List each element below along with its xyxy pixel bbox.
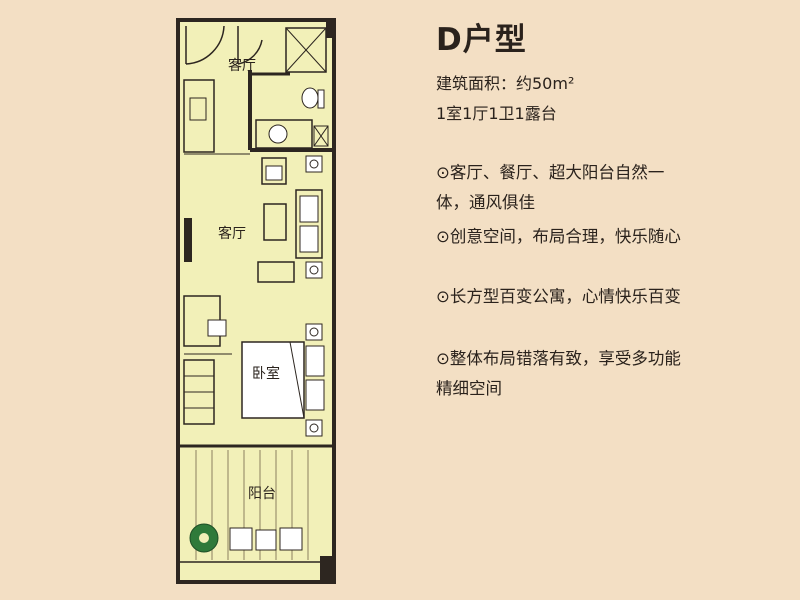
room-label-living-small: 客厅 [228,57,256,74]
room-label-living: 客厅 [218,225,246,242]
tv-cabinet [184,218,192,262]
entry-door [185,25,225,65]
balcony-table [255,529,277,551]
ottoman [257,261,295,283]
building-area: 建筑面积：约50m² [436,74,575,93]
toilet-icon [301,87,319,109]
washer-icon [313,125,329,147]
unit-title: D户型 [436,22,527,58]
feature-item: ⊙客厅、餐厅、超大阳台自然一体，通风俱佳 [436,163,665,212]
shower [285,27,327,73]
pillar-top-right [326,20,334,38]
plant-icon [189,523,219,553]
room-label-bedroom: 卧室 [252,365,280,382]
feature-item: ⊙长方型百变公寓，心情快乐百变 [436,287,681,306]
feature-item: ⊙整体布局错落有致，享受多功能精细空间 [436,349,681,398]
side-table-icon [305,155,323,173]
bed [241,341,305,419]
balcony-chair-right [279,527,303,551]
room-composition: 1室1厅1卫1露台 [436,104,557,123]
pillar-bottom-right [320,556,334,582]
pillow [305,345,325,377]
feature-item: ⊙创意空间，布局合理，快乐随心 [436,227,681,246]
coffee-table [263,203,287,241]
hall-door [237,26,263,65]
balcony-chair-left [229,527,253,551]
sofa [295,189,323,259]
bathroom-counter [255,119,313,149]
kitchen-counter [183,79,215,153]
dining-chair [261,157,287,185]
lamp-table-icon [305,261,323,279]
room-label-balcony: 阳台 [248,486,276,502]
nightstand-top-icon [305,323,323,341]
nightstand-bottom-icon [305,419,323,437]
